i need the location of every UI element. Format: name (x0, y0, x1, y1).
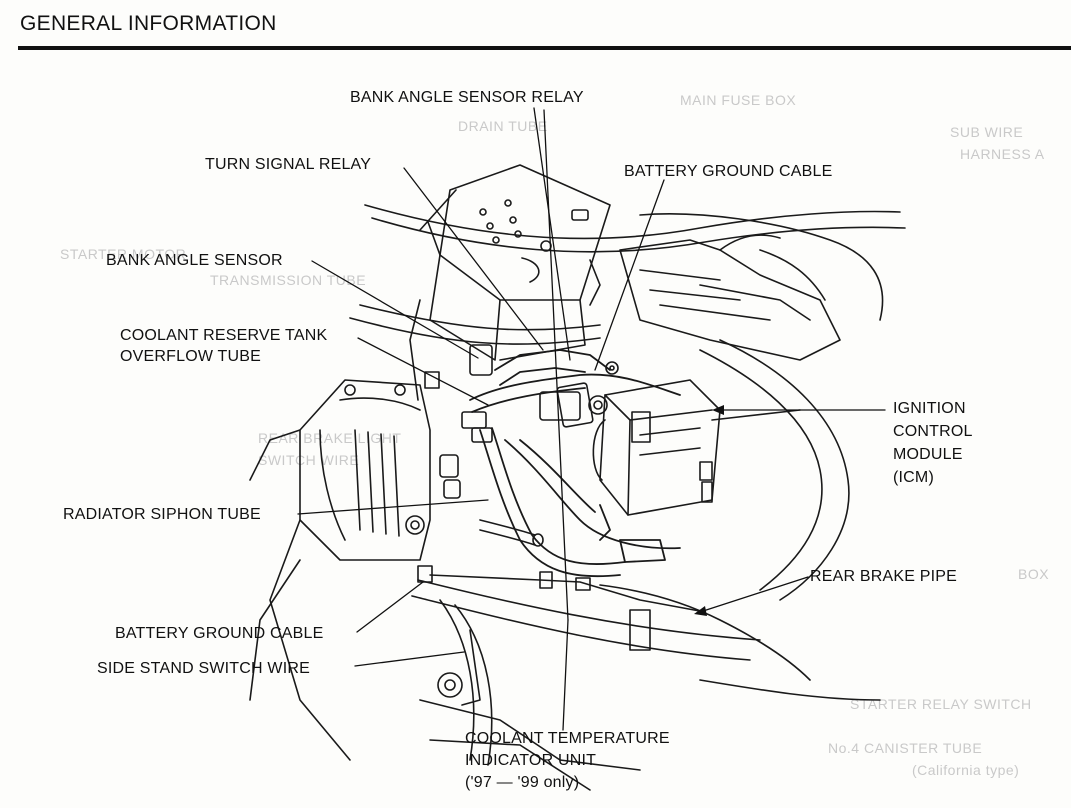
label-turn-signal-relay: TURN SIGNAL RELAY (205, 156, 372, 173)
label-icm-line4: (ICM) (893, 469, 934, 486)
header-rule (18, 46, 1071, 50)
page-title: GENERAL INFORMATION (20, 12, 277, 35)
relay-box (419, 164, 611, 361)
ghost-text: HARNESS A (960, 146, 1045, 162)
label-side-stand-switch-wire: SIDE STAND SWITCH WIRE (97, 660, 310, 677)
ghost-text: MAIN FUSE BOX (680, 92, 797, 108)
leader-lines (297, 107, 886, 731)
ghost-text: STARTER MOTOR (60, 246, 187, 262)
label-bank-angle-sensor-relay: BANK ANGLE SENSOR RELAY (350, 89, 584, 106)
ghost-text: SWITCH WIRE (258, 452, 360, 468)
leader-arrowheads (694, 405, 724, 616)
ghost-text: (California type) (912, 762, 1020, 778)
ghost-text: STARTER RELAY SWITCH (850, 696, 1032, 712)
label-bank-angle-sensor: BANK ANGLE SENSOR (106, 252, 283, 269)
label-battery-ground-cable-top: BATTERY GROUND CABLE (624, 163, 833, 180)
engine-starter (249, 299, 440, 761)
ghost-text: No.4 CANISTER TUBE (828, 740, 983, 756)
ignition-control-module (592, 379, 801, 516)
radiator-siphon-tube-drawing (479, 519, 544, 547)
rear-brake-pipe-drawing (429, 571, 811, 681)
label-model-years: ('97 — '99 only) (465, 774, 580, 791)
lower-frame (419, 599, 881, 791)
frame-tubes (349, 204, 906, 661)
ghost-text: REAR BRAKE LIGHT (258, 430, 402, 446)
label-icm-line1: IGNITION (893, 400, 966, 417)
label-icm-line2: CONTROL (893, 423, 973, 440)
label-indicator-unit: INDICATOR UNIT (465, 752, 597, 769)
label-coolant-temperature: COOLANT TEMPERATURE (465, 730, 670, 747)
label-coolant-reserve-tank: COOLANT RESERVE TANK (120, 327, 328, 344)
label-overflow-tube: OVERFLOW TUBE (120, 348, 261, 365)
ghost-text: TRANSMISSION TUBE (210, 272, 367, 288)
label-radiator-siphon-tube: RADIATOR SIPHON TUBE (63, 506, 261, 523)
label-rear-brake-pipe: REAR BRAKE PIPE (810, 568, 958, 585)
label-battery-ground-cable-bottom: BATTERY GROUND CABLE (115, 625, 324, 642)
ghost-text: SUB WIRE (950, 124, 1024, 140)
ghost-text: DRAIN TUBE (458, 118, 548, 134)
connector-cluster (417, 344, 619, 583)
label-icm-line3: MODULE (893, 446, 963, 463)
radiator-area (619, 234, 841, 361)
ghost-text: BOX (1018, 566, 1050, 582)
